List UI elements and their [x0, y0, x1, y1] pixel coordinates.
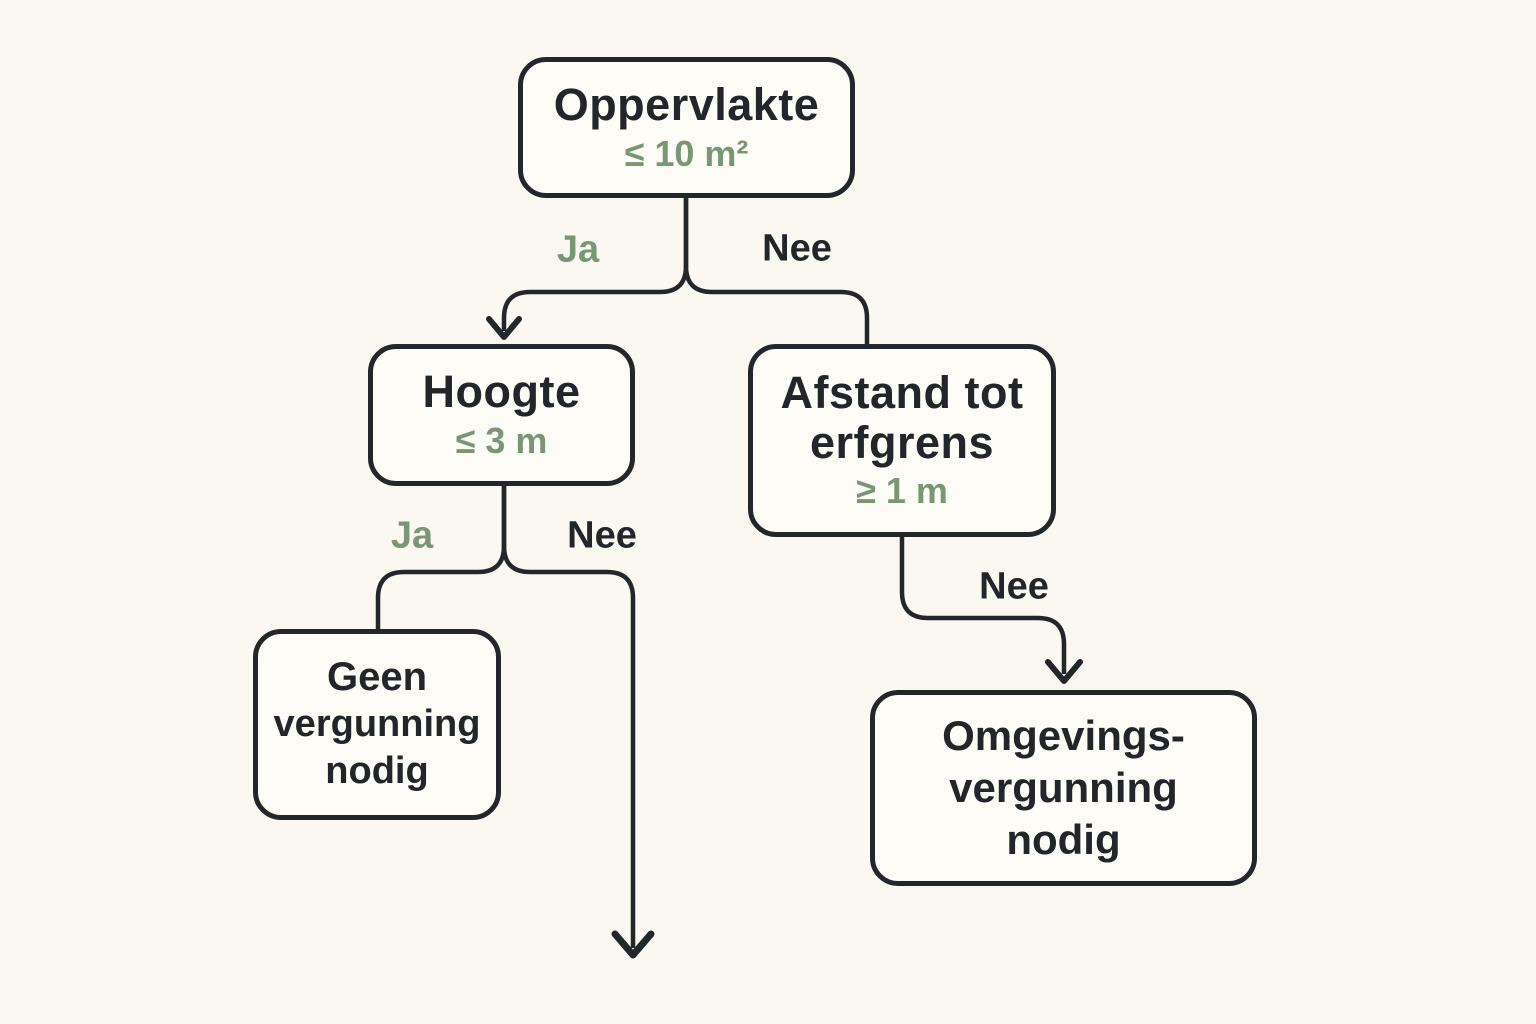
node-title: Hoogte: [422, 366, 581, 417]
node-oppervlakte: Oppervlakte ≤ 10 m²: [518, 57, 855, 198]
edge-oppervlakte-to-afstand: [683, 198, 870, 347]
edge-label-nee-root: Nee: [762, 227, 832, 270]
edge-label-nee-hoogte: Nee: [567, 514, 637, 557]
node-constraint: ≥ 1 m: [856, 469, 948, 511]
edge-label-ja-root: Ja: [556, 228, 600, 271]
node-constraint: ≤ 10 m²: [624, 132, 749, 174]
edge-oppervlakte-to-hoogte: [501, 198, 689, 331]
node-text-line3: nodig: [325, 750, 429, 792]
arrowhead-bottom-exit: [611, 930, 655, 959]
node-text-line1: Omgevings-: [942, 712, 1185, 759]
node-geen-vergunning: Geen vergunning nodig: [253, 629, 501, 820]
node-title: Oppervlakte: [553, 78, 820, 130]
node-hoogte: Hoogte ≤ 3 m: [368, 344, 635, 486]
node-constraint: ≤ 3 m: [455, 420, 548, 461]
edge-label-nee-afstand: Nee: [979, 565, 1049, 608]
node-text-line2: vergunning: [949, 764, 1178, 811]
node-omgevingsvergunning: Omgevings- vergunning nodig: [870, 690, 1257, 886]
arrowhead-into-hoogte: [486, 316, 522, 340]
node-title-line1: Afstand tot: [780, 366, 1024, 418]
node-text-line1: Geen: [326, 655, 428, 699]
edge-hoogte-nee-down: [501, 486, 636, 948]
node-title-line2: erfgrens: [809, 416, 995, 468]
arrowhead-into-omgevingsvergunning: [1045, 659, 1083, 684]
edge-label-ja-hoogte: Ja: [390, 514, 434, 557]
edge-hoogte-to-geen-vergunning: [375, 486, 507, 632]
node-text-line2: vergunning: [273, 703, 481, 745]
node-afstand: Afstand tot erfgrens ≥ 1 m: [748, 344, 1056, 537]
node-text-line3: nodig: [1006, 816, 1121, 863]
edge-afstand-to-omgevingsvergunning: [899, 535, 1067, 674]
